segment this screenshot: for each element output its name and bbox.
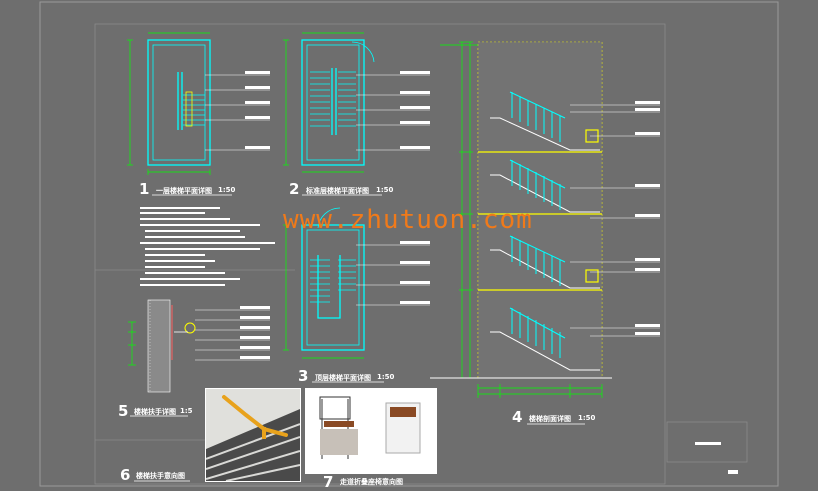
detail-3-title: 顶层楼梯平面详图 [315,374,371,382]
handrail-detail-5 [128,299,270,393]
detail-6-title: 楼梯扶手意向图 [136,472,185,480]
handrail-photo [205,388,301,482]
detail-5-title: 楼梯扶手详图 [134,408,176,416]
watermark: www.zhutuon.com [283,205,533,235]
detail-4-scale: 1:50 [578,414,596,422]
detail-4-number: 4 [512,408,523,426]
detail-3-number: 3 [298,367,309,385]
folding-seat-photo [305,388,437,474]
title-block [666,421,748,474]
detail-3-scale: 1:50 [377,373,395,381]
detail-1-number: 1 [139,180,150,198]
stair-plan-3 [283,207,430,359]
detail-2-title: 标准层楼梯平面详图 [306,187,369,195]
detail-2-scale: 1:50 [376,186,394,194]
sheet-frame [39,1,779,487]
notes-block [140,207,275,286]
detail-5-scale: 1:5 [180,407,193,415]
detail-1-scale: 1:50 [218,186,236,194]
detail-7-number: 7 [323,473,334,491]
detail-5-number: 5 [118,402,129,420]
detail-2-number: 2 [289,180,300,198]
stair-plan-1 [127,32,270,175]
detail-7-title: 走道折叠座椅意向图 [340,478,403,486]
stair-section-4 [430,41,660,398]
detail-6-number: 6 [120,466,131,484]
detail-4-title: 楼梯剖面详图 [529,415,571,423]
handrail-photo-image [206,389,300,481]
inner-frame [94,23,666,485]
stair-plan-2 [283,32,430,173]
detail-1-title: 一层楼梯平面详图 [156,187,212,195]
folding-seat-photo-image [306,389,436,473]
